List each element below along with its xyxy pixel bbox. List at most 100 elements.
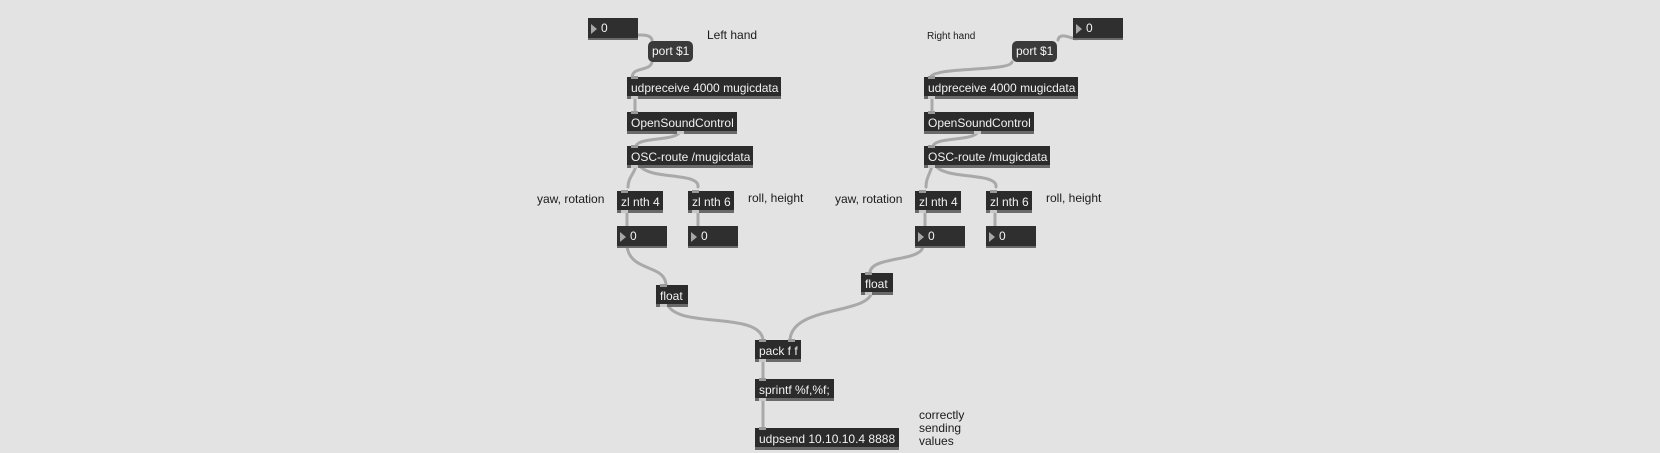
outlet[interactable] [631, 165, 638, 168]
number-arrow-icon [989, 232, 995, 242]
number-value: 0 [1086, 21, 1093, 35]
number-arrow-icon [1076, 24, 1082, 34]
cord-left-num-to-float [625, 244, 668, 286]
right-zl-nth4-object[interactable]: zl nth 4 [915, 190, 961, 213]
left-opensoundcontrol-object[interactable]: OpenSoundControl [627, 111, 737, 134]
object-text: zl nth 6 [990, 195, 1029, 209]
right-float-object[interactable]: float [861, 272, 893, 295]
number-value: 0 [999, 229, 1006, 243]
outlet[interactable] [974, 131, 981, 134]
inlet-right[interactable] [788, 339, 795, 342]
inlet[interactable] [759, 378, 766, 381]
inlet[interactable] [692, 190, 699, 193]
cord-left-route-to-nth6 [638, 164, 700, 189]
right-udpreceive-object[interactable]: udpreceive 4000 mugicdata [924, 76, 1078, 99]
outlet[interactable] [621, 210, 628, 213]
inlet[interactable] [928, 76, 935, 79]
cord-left-float-to-pack [665, 300, 765, 342]
right-yaw-comment: yaw, rotation [835, 192, 903, 206]
inlet[interactable] [928, 111, 935, 114]
left-top-number-box[interactable]: 0 [588, 18, 638, 40]
left-yaw-comment: yaw, rotation [537, 192, 605, 206]
left-zl-nth4-object[interactable]: zl nth 4 [617, 190, 663, 213]
note-line-3: values [919, 434, 954, 448]
cord-right-num-to-float [868, 244, 925, 274]
left-float-object[interactable]: float [656, 284, 688, 307]
inlet[interactable] [759, 427, 766, 430]
outlet[interactable] [928, 165, 935, 168]
number-arrow-icon [591, 24, 597, 34]
object-text: float [865, 277, 888, 291]
object-text: float [660, 289, 683, 303]
left-port-message[interactable]: port $1 [648, 41, 694, 62]
outlet[interactable] [865, 292, 872, 295]
right-hand-comment: Right hand [927, 31, 976, 42]
outlet[interactable] [759, 398, 766, 401]
inlet-left[interactable] [759, 339, 766, 342]
note-comment: correctly sending values [919, 409, 964, 448]
sprintf-object[interactable]: sprintf %f,%f; [755, 378, 834, 401]
number-arrow-icon [918, 232, 924, 242]
right-roll-number-box[interactable]: 0 [986, 226, 1036, 248]
outlet[interactable] [692, 210, 699, 213]
left-roll-comment: roll, height [748, 191, 804, 205]
note-line-1: correctly [919, 408, 965, 422]
inlet[interactable] [928, 145, 935, 148]
inlet[interactable] [919, 190, 926, 193]
object-text: zl nth 4 [919, 195, 958, 209]
object-text: pack f f [759, 344, 798, 358]
inlet[interactable] [990, 190, 997, 193]
number-value: 0 [601, 21, 608, 35]
cord-right-route-to-nth4 [924, 164, 934, 189]
number-value: 0 [701, 229, 708, 243]
object-text: udpreceive 4000 mugicdata [631, 81, 779, 95]
right-top-number-box[interactable]: 0 [1073, 18, 1123, 40]
outlet[interactable] [677, 131, 684, 134]
number-arrow-icon [620, 232, 626, 242]
inlet[interactable] [631, 111, 638, 114]
object-text: sprintf %f,%f; [759, 383, 830, 397]
inlet[interactable] [631, 76, 638, 79]
number-value: 0 [630, 229, 637, 243]
object-text: zl nth 4 [621, 195, 660, 209]
object-text: udpreceive 4000 mugicdata [928, 81, 1076, 95]
cord-right-port-to-udpreceive [928, 60, 1014, 80]
inlet[interactable] [631, 145, 638, 148]
right-osc-route-object[interactable]: OSC-route /mugicdata [924, 145, 1050, 168]
inlet[interactable] [865, 272, 872, 275]
right-zl-nth6-object[interactable]: zl nth 6 [986, 190, 1032, 213]
left-yaw-number-box[interactable]: 0 [617, 226, 667, 248]
outlet[interactable] [660, 304, 667, 307]
right-roll-comment: roll, height [1046, 191, 1102, 205]
right-port-message[interactable]: port $1 [1012, 41, 1058, 62]
number-arrow-icon [691, 232, 697, 242]
outlet[interactable] [928, 96, 935, 99]
right-yaw-number-box[interactable]: 0 [915, 226, 965, 248]
right-opensoundcontrol-object[interactable]: OpenSoundControl [924, 111, 1034, 134]
number-value: 0 [928, 229, 935, 243]
left-zl-nth6-object[interactable]: zl nth 6 [688, 190, 734, 213]
inlet[interactable] [621, 190, 628, 193]
left-osc-route-object[interactable]: OSC-route /mugicdata [627, 145, 753, 168]
object-text: OpenSoundControl [631, 116, 734, 130]
object-text: OpenSoundControl [928, 116, 1031, 130]
object-text: zl nth 6 [692, 195, 731, 209]
outlet[interactable] [919, 210, 926, 213]
object-text: OSC-route /mugicdata [928, 150, 1048, 164]
cord-right-route-to-nth6 [934, 164, 998, 189]
object-text: OSC-route /mugicdata [631, 150, 751, 164]
left-roll-number-box[interactable]: 0 [688, 226, 738, 248]
outlet[interactable] [631, 96, 638, 99]
left-hand-comment: Left hand [707, 28, 758, 42]
left-udpreceive-object[interactable]: udpreceive 4000 mugicdata [627, 76, 781, 99]
outlet[interactable] [759, 359, 766, 362]
pack-object[interactable]: pack f f [755, 339, 801, 362]
note-line-2: sending [919, 421, 962, 435]
object-text: udpsend 10.10.10.4 8888 [759, 432, 896, 446]
outlet[interactable] [990, 210, 997, 213]
inlet[interactable] [660, 284, 667, 287]
cord-left-route-to-nth4 [626, 164, 638, 189]
cord-right-float-to-pack [788, 289, 874, 342]
udpsend-object[interactable]: udpsend 10.10.10.4 8888 [755, 427, 899, 450]
